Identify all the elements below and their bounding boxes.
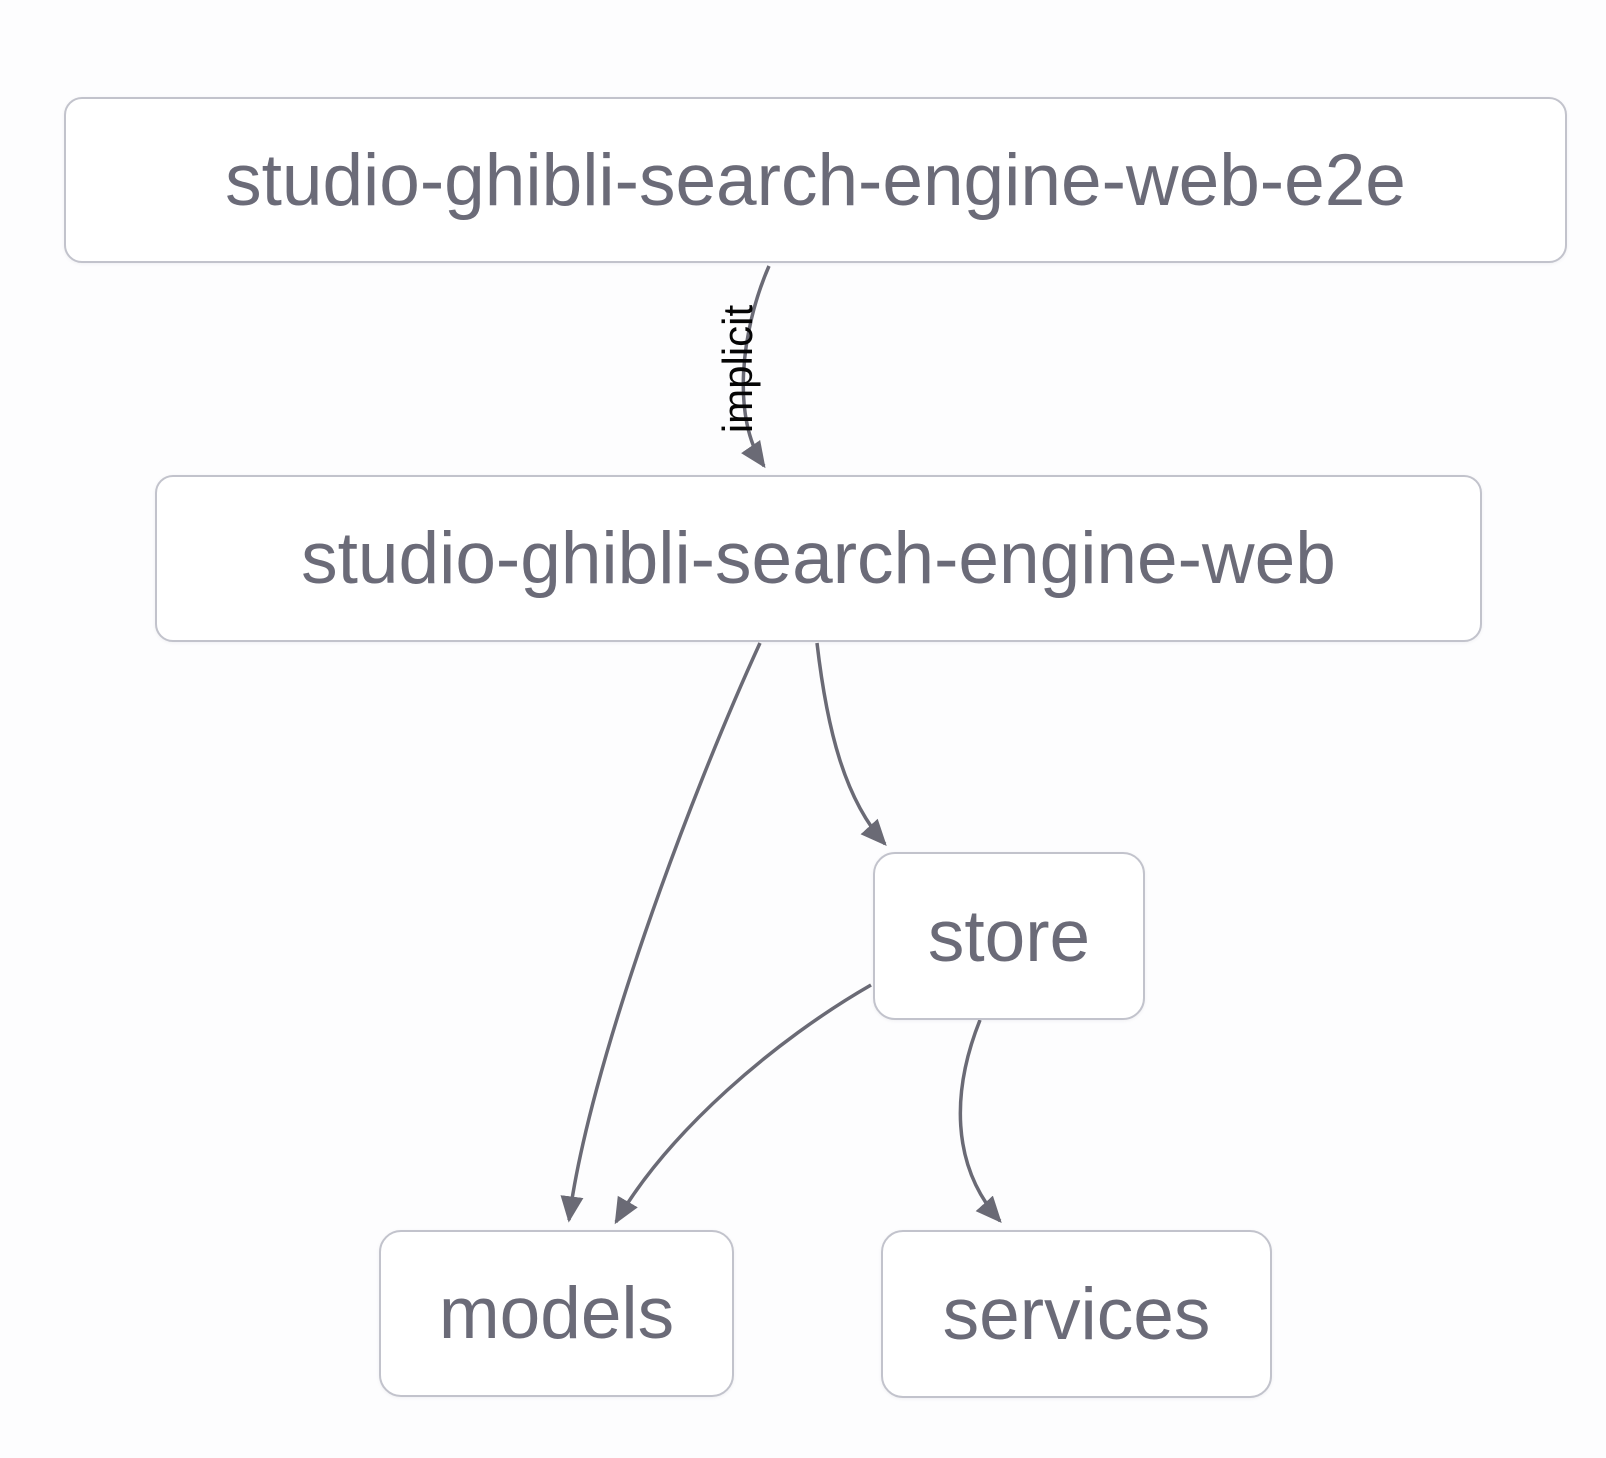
edge-store-to-services <box>958 1019 1002 1223</box>
node-store[interactable]: store <box>873 852 1145 1020</box>
node-label: models <box>438 1273 675 1354</box>
edge-web-to-models <box>560 642 762 1223</box>
edge-e2e-to-web <box>741 265 771 469</box>
node-label: store <box>927 895 1091 977</box>
node-models[interactable]: models <box>379 1230 734 1397</box>
edge-web-to-store <box>815 642 887 846</box>
edge-label-implicit: implicit <box>714 304 761 434</box>
node-label: studio-ghibli-search-engine-web <box>301 518 1336 599</box>
node-studio-ghibli-search-engine-web[interactable]: studio-ghibli-search-engine-web <box>155 475 1482 642</box>
node-label: studio-ghibli-search-engine-web-e2e <box>225 139 1406 221</box>
node-services[interactable]: services <box>881 1230 1272 1398</box>
node-studio-ghibli-search-engine-web-e2e[interactable]: studio-ghibli-search-engine-web-e2e <box>64 97 1567 263</box>
node-label: services <box>942 1273 1211 1355</box>
edge-store-to-models <box>614 983 872 1225</box>
